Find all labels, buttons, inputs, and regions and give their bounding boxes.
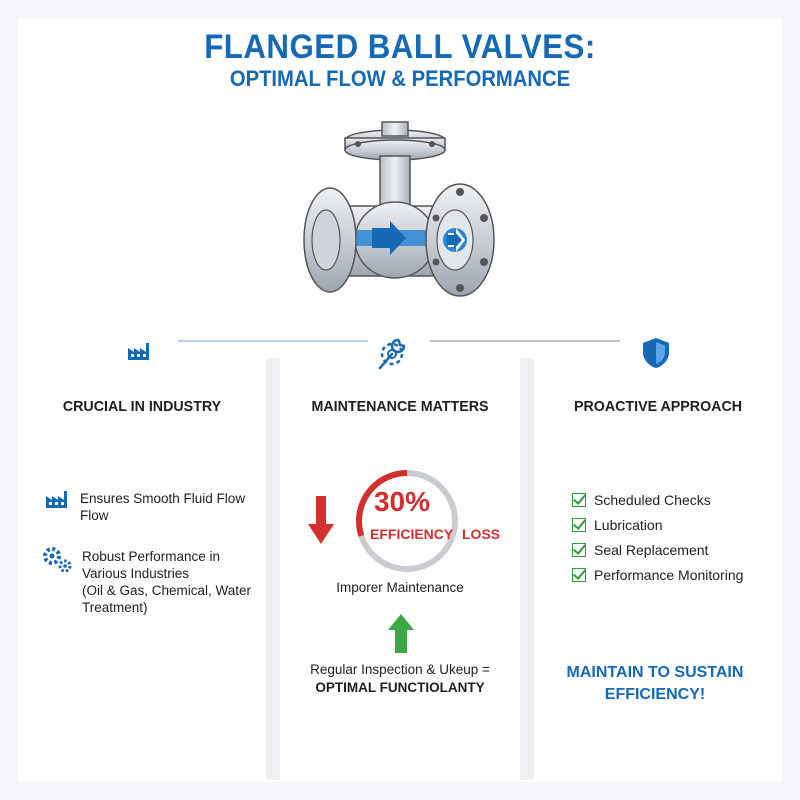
factory-icon: [46, 491, 67, 508]
bullet-text: Flow: [80, 508, 109, 523]
efficiency-loss-arc: [356, 470, 458, 572]
efficiency-loss-label: LOSS: [462, 526, 501, 542]
optimal-functionality-text: OPTIMAL FUNCTIOLANTY: [315, 680, 485, 695]
checklist-item: Scheduled Checks: [572, 492, 711, 508]
bullet-text: Robust Performance in: [82, 549, 221, 564]
checklist-label: Performance Monitoring: [594, 567, 744, 583]
arrow-down-icon: [308, 496, 334, 544]
checkmark-icon: [572, 568, 586, 582]
checklist-label: Lubrication: [594, 517, 663, 533]
arrow-up-icon: [388, 614, 414, 653]
efficiency-ring: [356, 470, 458, 572]
checklist-label: Scheduled Checks: [594, 492, 711, 508]
checkmark-icon: [572, 543, 586, 557]
checklist-item: Performance Monitoring: [572, 567, 743, 583]
improper-maintenance-text: Imporer Maintenance: [336, 580, 464, 595]
connector-line-right: [430, 340, 620, 342]
checklist-item: Lubrication: [572, 517, 663, 533]
regular-inspection-text: Regular Inspection & Ukeup =: [310, 662, 490, 677]
column-divider: [520, 358, 534, 780]
page-subtitle: OPTIMAL FLOW & PERFORMANCE: [229, 66, 571, 91]
bullet-text: Treatment): [82, 600, 148, 615]
checkmark-icon: [572, 493, 586, 507]
heading-maintenance-matters: MAINTENANCE MATTERS: [311, 398, 489, 415]
checklist-label: Seal Replacement: [594, 542, 709, 558]
heading-proactive-approach: PROACTIVE APPROACH: [573, 398, 743, 415]
closing-line-2: EFFICIENCY!: [604, 686, 706, 703]
closing-line-1: MAINTAIN TO SUSTAIN: [566, 664, 744, 681]
connector-line-left: [178, 340, 368, 342]
heading-crucial-in-industry: CRUCIAL IN INDUSTRY: [62, 398, 222, 415]
bullet-text: (Oil & Gas, Chemical, Water: [82, 583, 252, 598]
gears-icon: [43, 547, 72, 573]
wrench-gear-icon: [378, 338, 406, 370]
bullet-text: Ensures Smooth Fluid Flow: [80, 491, 246, 506]
column-industry: [18, 358, 266, 780]
checklist-item: Seal Replacement: [572, 542, 708, 558]
bullet-text: Various Industries: [82, 566, 190, 581]
ball-valve-illustration: [303, 121, 495, 297]
factory-icon: [128, 343, 149, 360]
checkmark-icon: [572, 518, 586, 532]
column-divider: [266, 358, 280, 780]
page-title: FLANGED BALL VALVES:: [204, 28, 596, 66]
shield-icon: [643, 338, 669, 368]
bullet-robust-performance: Robust Performance in Various Industries…: [82, 548, 251, 616]
bullet-smooth-flow: Ensures Smooth Fluid Flow Flow: [80, 490, 245, 524]
efficiency-label: EFFICIENCY: [370, 526, 454, 542]
efficiency-value: 30%: [373, 486, 431, 517]
